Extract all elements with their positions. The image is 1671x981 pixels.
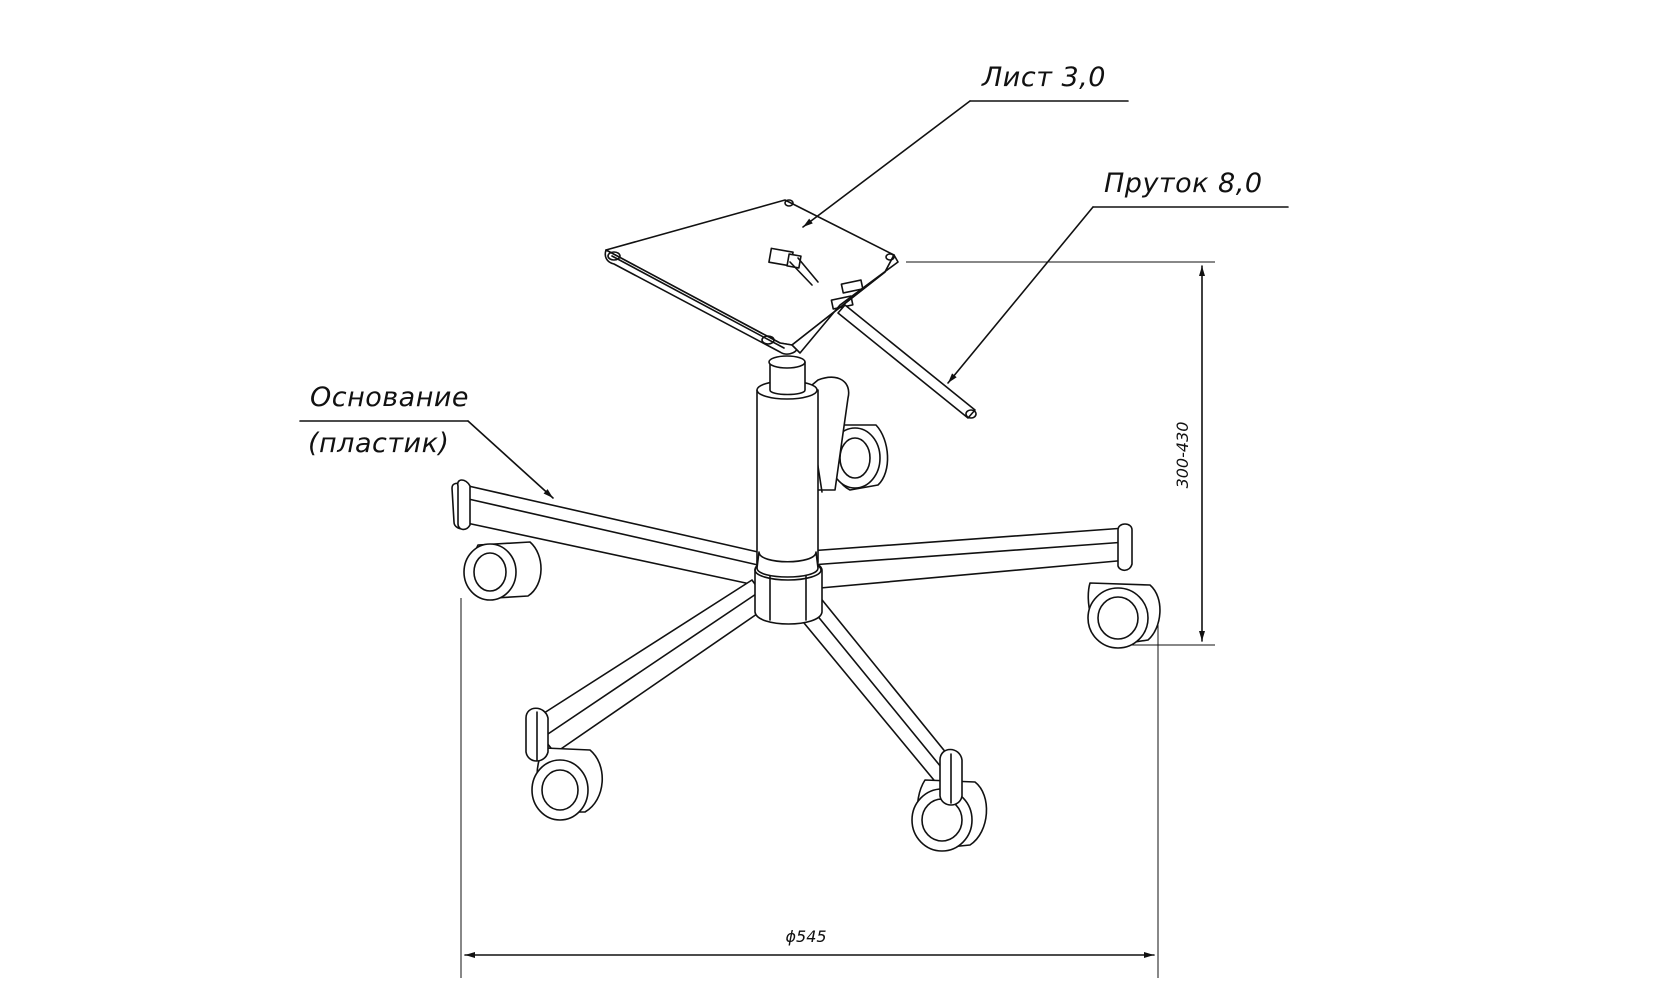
gas-lift (756, 355, 819, 578)
leg-right (794, 523, 1133, 591)
extension-lines (460, 261, 1215, 978)
sheet-label: Лист 3,0 (981, 62, 1106, 93)
caster-back-left (463, 541, 542, 601)
caster-back-center (828, 424, 889, 491)
caster-front-right (911, 748, 988, 852)
leg-front-left (529, 579, 771, 754)
rod (837, 304, 977, 419)
diameter-dimension: ϕ545 (464, 927, 1155, 958)
caster-front-left (525, 707, 603, 821)
leader-base (299, 420, 554, 499)
height-dimension: 300-430 (1173, 265, 1205, 642)
diameter-dimension-label: ϕ545 (785, 927, 826, 946)
caster-back-right (1087, 582, 1161, 649)
base-label: Основание (310, 382, 469, 413)
leader-rod (947, 206, 1289, 384)
mechanism-plate (604, 199, 899, 355)
height-dimension-label: 300-430 (1173, 422, 1192, 489)
rod-label: Пруток 8,0 (1104, 168, 1263, 199)
leader-sheet (802, 100, 1129, 228)
base-material-label: (пластик) (308, 428, 449, 459)
